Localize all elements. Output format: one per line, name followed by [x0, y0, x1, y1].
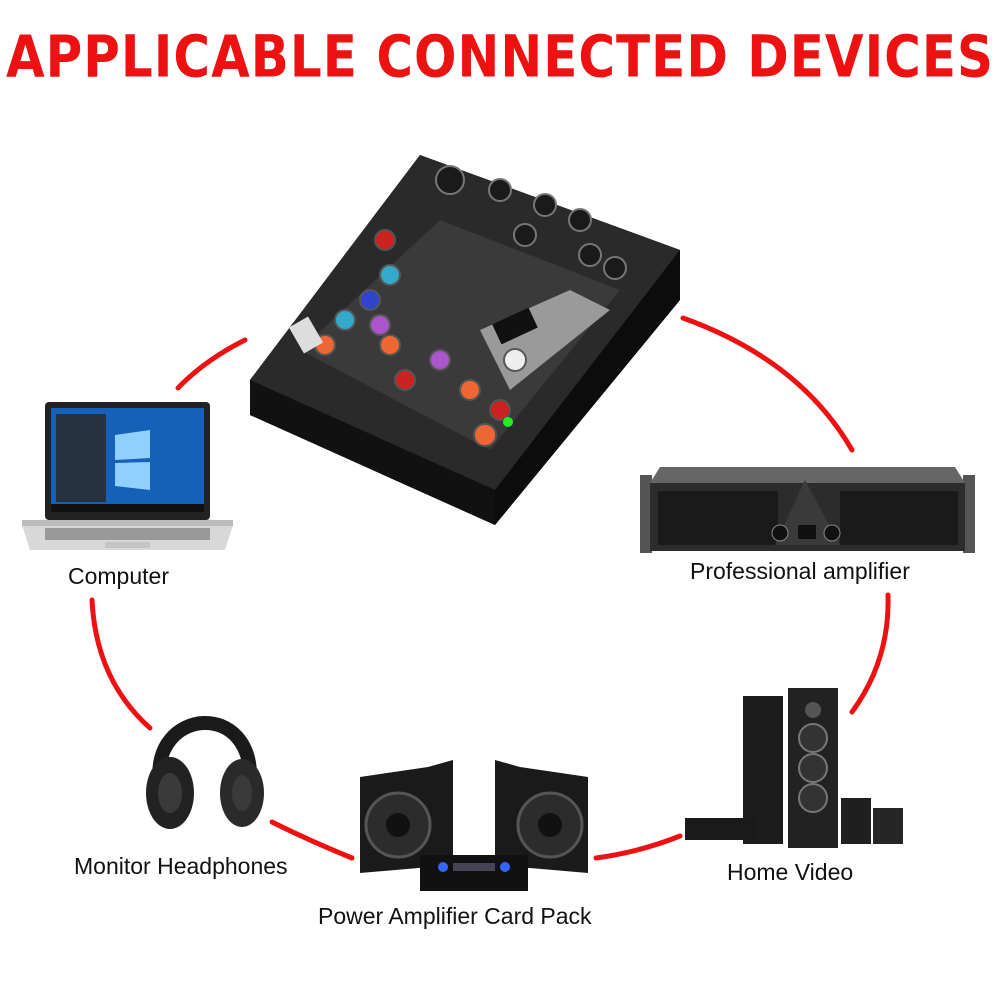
arc-mixer-computer: [175, 337, 248, 391]
laptop-icon: [22, 402, 233, 550]
headphones-icon: [146, 715, 264, 829]
arc-mixer-amplifier: [680, 315, 855, 453]
arc-homevideo-pa: [593, 833, 683, 861]
speaker-system-icon: [685, 688, 903, 848]
device-label-monitor-headphones: Monitor Headphones: [74, 853, 288, 879]
audio-mixer-icon: [250, 155, 680, 525]
arc-amplifier-homevideo: [849, 592, 891, 715]
arc-headphones-computer: [89, 597, 153, 731]
device-label-power-amplifier-card-pack: Power Amplifier Card Pack: [318, 903, 592, 929]
page-title: APPLICABLE CONNECTED DEVICES: [5, 23, 995, 91]
arc-pa-headphones: [269, 819, 355, 861]
device-label-computer: Computer: [68, 563, 169, 589]
device-label-professional-amplifier: Professional amplifier: [690, 558, 910, 584]
pa-speakers-icon: [360, 760, 588, 891]
device-label-home-video: Home Video: [727, 859, 854, 885]
rack-amplifier-icon: [640, 467, 975, 553]
